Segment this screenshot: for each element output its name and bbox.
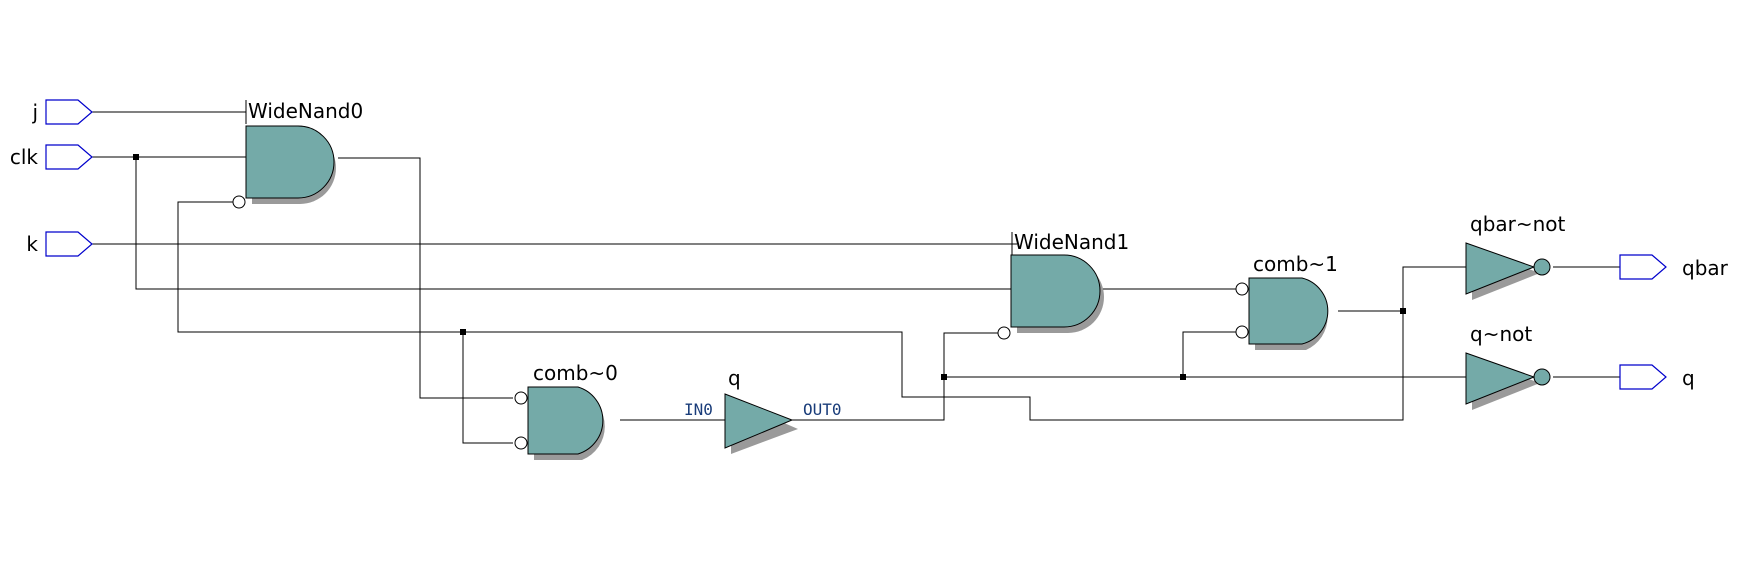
output-inversion-bubble <box>1533 258 1551 276</box>
wire-comb0-in2 <box>462 332 513 444</box>
pin-label-in0: IN0 <box>684 400 713 419</box>
gate-label-widenand1: WideNand1 <box>1014 230 1129 254</box>
wire-widenand0-out <box>338 157 513 399</box>
junction-q-comb1 <box>1180 374 1186 380</box>
buffer-q[interactable]: q IN0 OUT0 <box>684 366 842 454</box>
input-label-j: j <box>31 100 38 124</box>
wire-widenand0-in3 <box>177 201 1404 421</box>
wire-q-out <box>790 331 1240 421</box>
gate-label-comb1: comb~1 <box>1253 252 1338 276</box>
inverted-input-bubble <box>1235 282 1249 296</box>
inverted-input-bubble <box>514 436 528 450</box>
wire-comb1-out <box>1338 266 1466 312</box>
output-label-qbar: qbar <box>1682 256 1729 280</box>
input-port-k[interactable]: k <box>26 231 93 257</box>
inverted-input-bubble <box>514 391 528 405</box>
pin-label-out0: OUT0 <box>803 400 842 419</box>
wire-clk-branch <box>135 157 1017 290</box>
gate-label-comb0: comb~0 <box>533 361 618 385</box>
wire-widenand1-in3 <box>943 332 1003 377</box>
gate-comb1[interactable]: comb~1 <box>1235 252 1338 350</box>
input-port-j[interactable]: j <box>31 99 93 125</box>
output-label-q: q <box>1682 366 1695 390</box>
gate-widenand0[interactable]: WideNand0 <box>232 99 363 209</box>
inverted-input-bubble <box>232 195 246 209</box>
inverted-input-bubble <box>1235 325 1249 339</box>
inverted-input-bubble <box>997 326 1011 340</box>
input-port-clk[interactable]: clk <box>10 144 93 170</box>
junction-clk <box>133 154 139 160</box>
gate-label-q-not: q~not <box>1470 322 1532 346</box>
input-label-clk: clk <box>10 145 39 169</box>
junctions <box>133 154 1406 380</box>
gate-label-qbar-not: qbar~not <box>1470 212 1566 236</box>
junction-comb1-out <box>1400 308 1406 314</box>
junction-q-net <box>941 374 947 380</box>
junction-feedback <box>460 329 466 335</box>
input-label-k: k <box>26 232 38 256</box>
gate-comb0[interactable]: comb~0 <box>514 361 618 460</box>
buffer-label-q: q <box>728 366 741 390</box>
gate-label-widenand0: WideNand0 <box>248 99 363 123</box>
output-port-q[interactable]: q <box>1619 364 1695 390</box>
not-gate-q[interactable]: q~not <box>1465 322 1551 410</box>
wires <box>86 100 1620 444</box>
output-inversion-bubble <box>1533 368 1551 386</box>
not-gate-qbar[interactable]: qbar~not <box>1465 212 1566 300</box>
gate-widenand1[interactable]: WideNand1 <box>997 230 1129 340</box>
output-port-qbar[interactable]: qbar <box>1619 254 1729 280</box>
